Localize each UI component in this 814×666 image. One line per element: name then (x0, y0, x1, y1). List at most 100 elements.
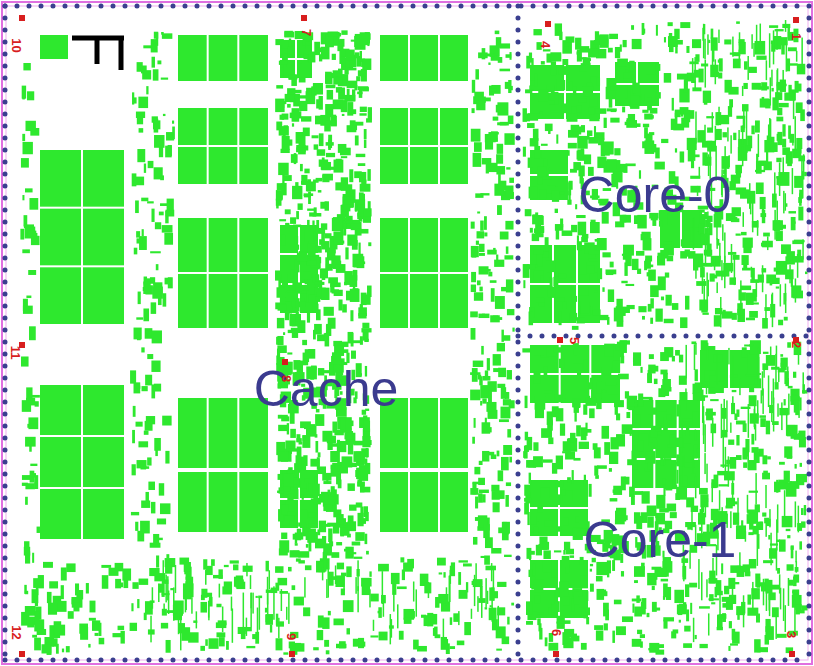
layout-block (782, 139, 786, 148)
layout-block (568, 181, 572, 190)
layout-block (99, 638, 105, 644)
layout-block (298, 203, 303, 210)
layout-block (369, 571, 371, 576)
layout-block (481, 586, 483, 618)
layout-block (410, 108, 438, 145)
layout-block (364, 129, 367, 139)
layout-block (346, 291, 356, 301)
layout-block (474, 142, 482, 152)
layout-block (162, 416, 171, 426)
layout-block (547, 287, 555, 298)
layout-block (209, 638, 219, 649)
layout-block (349, 169, 353, 182)
layout-block (350, 310, 353, 321)
layout-block (342, 204, 351, 211)
layout-block (570, 82, 573, 91)
layout-block (357, 92, 362, 95)
layout-block (378, 611, 380, 614)
layout-block (40, 209, 81, 266)
layout-block (440, 218, 468, 272)
layout-block (480, 221, 484, 231)
layout-block (209, 108, 238, 145)
layout-block (347, 552, 356, 554)
layout-block (511, 603, 514, 606)
layout-block (397, 604, 399, 628)
layout-block (345, 247, 348, 259)
layout-block (749, 67, 757, 73)
layout-block (233, 564, 238, 570)
layout-block (315, 297, 320, 302)
layout-block (243, 593, 245, 628)
layout-block (29, 446, 31, 452)
layout-block (336, 101, 343, 105)
layout-block (278, 452, 288, 462)
layout-block (539, 216, 544, 225)
layout-block (219, 584, 221, 598)
layout-block (234, 577, 238, 587)
layout-block (548, 168, 550, 170)
layout-block (474, 575, 476, 606)
layout-block (196, 611, 198, 628)
layout-block (135, 522, 138, 531)
layout-block (488, 272, 492, 277)
layout-block (353, 254, 364, 267)
layout-block (791, 274, 793, 287)
layout-block (338, 144, 347, 153)
layout-block (22, 134, 25, 141)
layout-block (283, 332, 285, 335)
layout-block (491, 587, 493, 621)
layout-block (315, 441, 318, 453)
layout-block (328, 248, 336, 254)
layout-block (482, 494, 485, 502)
layout-block (134, 386, 140, 389)
layout-block (218, 569, 222, 579)
layout-block (336, 471, 341, 484)
layout-block (368, 242, 371, 246)
layout-block (556, 134, 558, 143)
layout-block (345, 99, 353, 102)
layout-block (626, 86, 628, 98)
layout-block (756, 182, 764, 194)
layout-block (296, 643, 305, 651)
layout-block (596, 108, 606, 113)
layout-block (289, 448, 300, 451)
layout-block (277, 318, 285, 328)
layout-block (209, 147, 238, 184)
layout-block (330, 283, 334, 292)
layout-block (122, 568, 131, 580)
layout-block (68, 611, 74, 619)
layout-block (474, 292, 483, 301)
layout-block (719, 115, 729, 124)
layout-block (370, 594, 378, 602)
layout-block (477, 280, 481, 285)
layout-block (306, 46, 311, 54)
layout-block (762, 210, 765, 223)
layout-block (282, 275, 288, 287)
layout-block (150, 251, 161, 253)
layout-block (28, 270, 36, 275)
layout-block (209, 472, 238, 532)
layout-block (434, 627, 437, 636)
layout-block (295, 543, 298, 545)
layout-block (497, 205, 502, 215)
layout-block (101, 565, 111, 568)
layout-block (568, 143, 577, 149)
layout-block (347, 628, 350, 634)
layout-block (769, 25, 778, 28)
layout-block (312, 304, 318, 312)
layout-block (346, 566, 351, 577)
layout-block (295, 301, 305, 307)
layout-block (165, 451, 169, 464)
layout-block (25, 483, 34, 489)
layout-block (284, 473, 294, 486)
layout-block (352, 542, 361, 546)
layout-block (290, 429, 296, 438)
layout-block (711, 29, 714, 39)
layout-block (756, 56, 766, 60)
layout-block (326, 153, 335, 157)
layout-block (163, 114, 166, 116)
layout-block (282, 136, 290, 150)
layout-block (348, 332, 354, 343)
layout-block (568, 190, 570, 203)
layout-block (656, 92, 661, 98)
